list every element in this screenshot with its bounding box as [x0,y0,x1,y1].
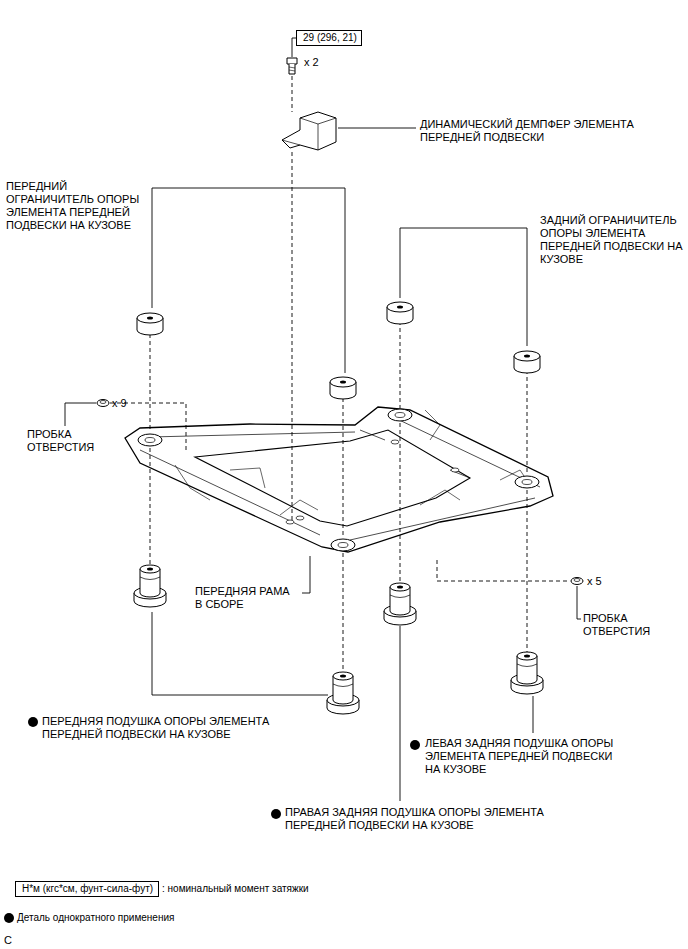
part-name: ПЕРЕДНЯЯ ПОДУШКА ОПОРЫ ЭЛЕМЕНТА ПЕРЕДНЕЙ… [42,715,292,741]
torque-spec-box: 29 (296, 21) [296,30,362,46]
leader-line [437,560,569,581]
part-name: ПРОБКА ОТВЕРСТИЯ [27,428,107,454]
leader-line [338,128,416,129]
legend-text: : номинальный момент затяжки [162,883,309,895]
center-line [343,398,344,538]
one-time-use-mark [271,809,281,819]
part-name: ПЕРЕДНЯЯ РАМА В СБОРЕ [195,585,300,611]
hole-plug [97,400,109,407]
center-line [150,448,151,566]
leader-line [152,188,345,373]
leader-line [400,228,527,346]
leader-line [302,556,310,593]
cushion [384,583,416,625]
leader-line [65,403,96,426]
cushion [134,565,166,607]
leader-line [110,403,186,452]
center-line [400,321,401,408]
stopper [387,302,413,324]
center-line [527,370,528,474]
part-name: ЛЕВАЯ ЗАДНЯЯ ПОДУШКА ОПОРЫ ЭЛЕМЕНТА ПЕРЕ… [425,737,630,776]
dynamic-damper [282,112,336,150]
one-time-use-mark [28,717,38,727]
cushion [327,672,359,714]
hole-plug [571,578,583,585]
box-text: 29 (296, 21) [303,32,355,44]
center-line [150,334,151,432]
quantity: x 5 [587,575,602,588]
quantity: x 2 [304,56,319,69]
torque-legend-box: Н*м (кгс*см, фунт-сила-фут) [15,881,159,897]
bolt [287,58,297,74]
one-time-use-mark [410,740,420,750]
stopper [330,377,356,399]
legend-text: Деталь однократного применения [17,912,174,924]
leader-line [533,696,534,733]
part-name: ЗАДНИЙ ОГРАНИЧИТЕЛЬ ОПОРЫ ЭЛЕМЕНТА ПЕРЕД… [540,214,684,266]
leader-line [400,626,401,801]
stopper [514,351,540,373]
center-line [292,152,293,520]
cushion [511,652,543,694]
center-line [527,490,528,654]
part-name: ПЕРЕДНИЙ ОГРАНИЧИТЕЛЬ ОПОРЫ ЭЛЕМЕНТА ПЕР… [6,180,151,232]
stopper [137,313,163,335]
part-name: ПРАВАЯ ЗАДНЯЯ ПОДУШКА ОПОРЫ ЭЛЕМЕНТА ПЕР… [285,806,570,832]
box-text: Н*м (кгс*см, фунт-сила-фут) [22,883,152,895]
center-line [400,423,401,582]
quantity: x 9 [112,397,127,410]
leader-line [152,612,328,695]
center-line [292,76,293,112]
one-time-use-mark [4,913,14,923]
part-name: ДИНАМИЧЕСКИЙ ДЕМПФЕР ЭЛЕМЕНТА ПЕРЕДНЕЙ П… [420,118,635,144]
part-name: ПРОБКА ОТВЕРСТИЯ [583,612,678,638]
front-frame [125,407,553,552]
figure-code: C [4,934,12,947]
center-line [343,553,344,672]
leader-line [577,586,581,619]
